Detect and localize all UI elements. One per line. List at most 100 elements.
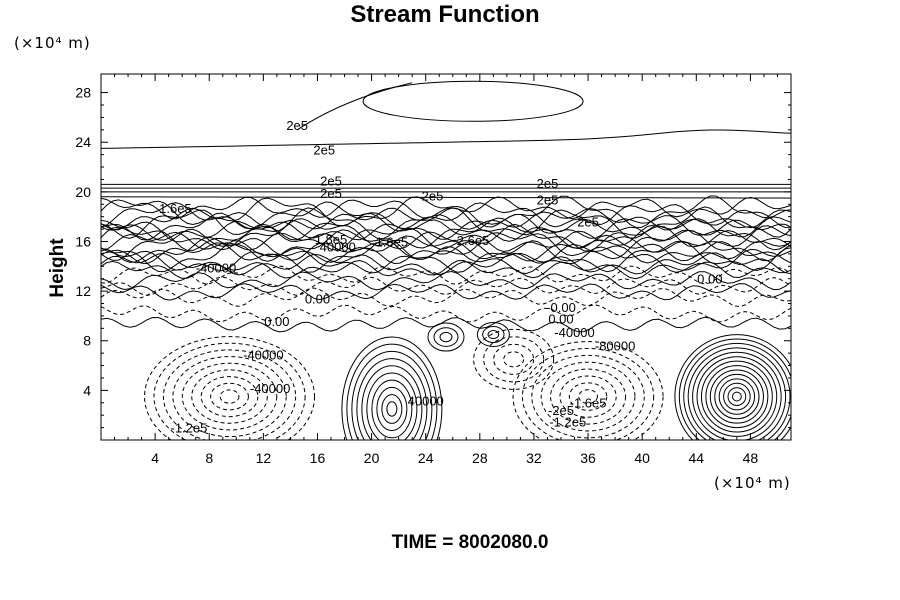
contour-line: [362, 80, 584, 122]
contour-line: [101, 223, 791, 252]
contour-line: [476, 322, 510, 348]
contour-line: [101, 217, 791, 251]
contour-label: 2.6e5: [457, 233, 490, 248]
contour-line: [731, 391, 742, 402]
contour-label: 1.8e5: [315, 232, 348, 247]
contour-line: [101, 287, 791, 308]
contour-line: [356, 358, 428, 440]
x-tick-label: 12: [256, 450, 272, 466]
contour-line: [727, 387, 747, 406]
x-tick-label: 24: [418, 450, 434, 466]
x-tick-label: 44: [689, 450, 705, 466]
y-tick-label: 28: [75, 85, 91, 101]
x-tick-label: 28: [472, 450, 488, 466]
contour-line: [101, 234, 791, 263]
contour-label: 2e5: [286, 118, 308, 133]
contour-label: 2e5: [577, 215, 599, 230]
y-tick-label: 4: [83, 382, 91, 398]
contour-line: [101, 196, 791, 199]
contour-label: -40000: [196, 261, 236, 276]
contour-line: [483, 336, 545, 383]
contour-label: 0.00: [305, 292, 330, 307]
contour-label: 2e5: [320, 174, 342, 189]
x-tick-label: 36: [580, 450, 596, 466]
x-tick-label: 32: [526, 450, 542, 466]
contour-line: [371, 379, 413, 439]
contour-line: [191, 369, 268, 424]
contour-line: [366, 372, 418, 440]
contour-line: [101, 206, 791, 240]
contour-line: [200, 376, 259, 418]
y-tick-label: 8: [83, 333, 91, 349]
contour-line: [386, 401, 398, 417]
contour-line: [568, 382, 608, 411]
contour-line: [376, 386, 408, 432]
contour-line: [101, 270, 791, 291]
time-footer: TIME = 8002080.0: [391, 532, 549, 553]
x-tick-label: 48: [743, 450, 759, 466]
contour-line: [381, 394, 403, 424]
contour-label: 0.00: [697, 272, 722, 287]
contour-label: -0.00: [546, 300, 576, 315]
contour-line: [683, 342, 791, 440]
contour-line: [674, 334, 791, 440]
contour-label: -80000: [595, 339, 635, 354]
contour-line: [550, 368, 627, 425]
contour-line: [439, 331, 453, 343]
contour-line: [101, 129, 791, 149]
contour-label: 40000: [408, 393, 444, 408]
contour-label: 0.00: [548, 311, 573, 326]
contour-lines: [101, 80, 791, 440]
contour-line: [433, 327, 459, 347]
contour-line: [473, 328, 555, 390]
y-tick-label: 16: [75, 233, 91, 249]
contour-line: [101, 196, 791, 220]
contour-label: 1.6e5: [159, 201, 192, 216]
contour-label: 1.6e5: [376, 234, 409, 249]
contour-label: 2e5: [537, 176, 559, 191]
contour-line: [101, 218, 791, 242]
y-tick-label: 12: [75, 283, 91, 299]
contour-label: 2e5: [537, 192, 559, 207]
x-tick-label: 4: [151, 450, 159, 466]
contour-label: -40000: [250, 381, 290, 396]
y-tick-label: 24: [75, 134, 91, 150]
contour-label: -1.6e5: [570, 396, 607, 411]
contour-line: [427, 322, 465, 352]
contour-label: -40000: [554, 325, 594, 340]
contour-label: 2e5: [320, 186, 342, 201]
x-tick-label: 20: [364, 450, 380, 466]
contour-line: [493, 343, 535, 375]
contour-line: [101, 241, 791, 265]
contour-label: -1.2e5: [549, 414, 586, 429]
contour-line: [153, 342, 306, 440]
contour-label: 2e5: [422, 189, 444, 204]
contour-line: [482, 326, 505, 344]
contour-line: [101, 283, 791, 301]
x-tick-label: 8: [205, 450, 213, 466]
contour-line: [361, 365, 423, 440]
contour-line: [101, 259, 791, 280]
contour-line: [101, 195, 791, 229]
contour-line: [521, 347, 655, 440]
contour-line: [696, 356, 778, 437]
contour-line: [692, 351, 782, 440]
contour-line: [101, 304, 791, 323]
contour-line: [144, 336, 316, 440]
contour-line: [531, 354, 645, 439]
contour-line: [723, 382, 751, 411]
contour-line: [709, 369, 764, 424]
x-axis-unit: (×10⁴ m): [714, 474, 791, 492]
contour-line: [296, 82, 413, 131]
contour-label: -2e5: [548, 403, 574, 418]
contour-line: [210, 382, 249, 411]
x-tick-label: 40: [634, 450, 650, 466]
contour-line: [351, 350, 433, 440]
contour-line: [101, 316, 791, 333]
contour-label: -1.2e5: [171, 421, 208, 436]
contour-line: [101, 239, 791, 273]
plot-frame: [100, 73, 792, 441]
contour-line: [705, 365, 769, 429]
